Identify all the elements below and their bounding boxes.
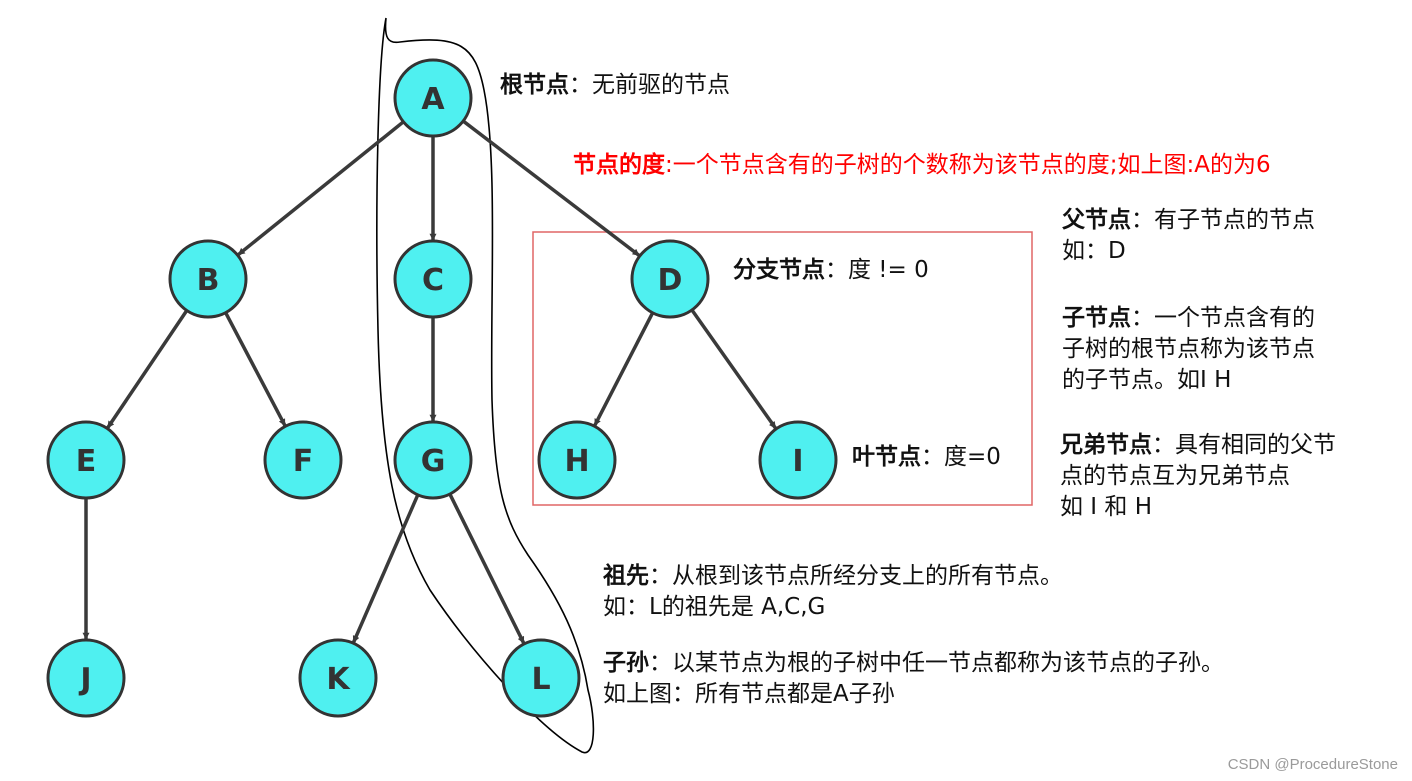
ancestor-text: ：从根到该节点所经分支上的所有节点。 — [649, 563, 1063, 589]
child-line2: 子树的根节点称为该节点 — [1062, 336, 1315, 362]
node-G: G — [393, 420, 473, 500]
node-E: E — [46, 420, 126, 500]
child-line3: 的子节点。如I H — [1062, 367, 1232, 393]
node-circle — [46, 420, 126, 500]
node-circle — [393, 420, 473, 500]
leaf-definition: 叶节点：度=0 — [852, 442, 1001, 473]
descendant-term: 子孙 — [603, 650, 649, 676]
node-label: G — [421, 444, 446, 479]
node-label: B — [197, 263, 220, 298]
edge-A-B — [237, 120, 405, 256]
ancestor-line1: 祖先：从根到该节点所经分支上的所有节点。 — [603, 561, 1063, 592]
node-label: C — [422, 263, 444, 298]
node-circle — [46, 638, 126, 718]
node-circle — [537, 420, 617, 500]
branch-definition: 分支节点：度 != 0 — [733, 255, 929, 286]
node-circle — [263, 420, 343, 500]
edge-B-F — [224, 311, 287, 427]
leaf-text: ：度=0 — [921, 444, 1001, 470]
node-circle — [298, 638, 378, 718]
child-term: 子节点 — [1062, 305, 1131, 331]
edge-G-K — [351, 494, 420, 643]
nodes-layer: A B C D E F G H I J K L — [46, 58, 838, 718]
parent-text: ：有子节点的节点 — [1131, 207, 1315, 233]
node-A: A — [393, 58, 473, 138]
ancestor-line2: 如：L的祖先是 A,C,G — [603, 594, 826, 620]
edge-D-I — [690, 309, 777, 430]
node-label: I — [792, 444, 803, 479]
node-label: F — [293, 444, 314, 479]
root-definition: 根节点：无前驱的节点 — [500, 70, 730, 101]
parent-line2: 如：D — [1062, 238, 1126, 264]
degree-term: 节点的度 — [573, 152, 665, 178]
node-circle — [168, 239, 248, 319]
node-circle — [758, 420, 838, 500]
degree-text: :一个节点含有的子树的个数称为该节点的度;如上图:A的为6 — [665, 152, 1271, 178]
node-circle — [630, 239, 710, 319]
edge-A-D — [462, 119, 641, 257]
root-text: ：无前驱的节点 — [569, 72, 730, 98]
node-L: L — [501, 638, 581, 718]
node-C: C — [393, 239, 473, 319]
sibling-term: 兄弟节点 — [1060, 432, 1152, 458]
ancestor-term: 祖先 — [603, 563, 649, 589]
child-line1: 子节点：一个节点含有的 — [1062, 303, 1315, 334]
node-circle — [501, 638, 581, 718]
parent-definition: 父节点：有子节点的节点 如：D — [1062, 205, 1315, 267]
branch-text: ：度 != 0 — [825, 257, 929, 283]
node-label: E — [76, 444, 97, 479]
node-label: L — [531, 662, 550, 697]
sibling-text: ：具有相同的父节 — [1152, 432, 1336, 458]
ancestor-path-loop — [376, 17, 595, 754]
degree-definition: 节点的度:一个节点含有的子树的个数称为该节点的度;如上图:A的为6 — [573, 150, 1271, 181]
node-circle — [393, 58, 473, 138]
child-text: ：一个节点含有的 — [1131, 305, 1315, 331]
sibling-definition: 兄弟节点：具有相同的父节 点的节点互为兄弟节点 如 I 和 H — [1060, 430, 1336, 523]
descendant-line2: 如上图：所有节点都是A子孙 — [603, 681, 895, 707]
edges-layer — [82, 119, 777, 644]
leaf-term: 叶节点 — [852, 444, 921, 470]
node-B: B — [168, 239, 248, 319]
edge-D-H — [593, 311, 655, 427]
subtree-highlight-box — [532, 231, 1033, 506]
parent-term: 父节点 — [1062, 207, 1131, 233]
node-label: J — [78, 662, 91, 697]
branch-term: 分支节点 — [733, 257, 825, 283]
ancestor-definition: 祖先：从根到该节点所经分支上的所有节点。 如：L的祖先是 A,C,G — [603, 561, 1063, 623]
descendant-definition: 子孙：以某节点为根的子树中任一节点都称为该节点的子孙。 如上图：所有节点都是A子… — [603, 648, 1224, 710]
edge-B-E — [106, 309, 189, 429]
node-label: A — [421, 82, 445, 117]
sibling-line2: 点的节点互为兄弟节点 — [1060, 463, 1290, 489]
node-label: D — [658, 263, 683, 298]
node-I: I — [758, 420, 838, 500]
watermark: CSDN @ProcedureStone — [1227, 756, 1398, 773]
root-term: 根节点 — [500, 72, 569, 98]
node-label: K — [326, 662, 351, 697]
child-definition: 子节点：一个节点含有的 子树的根节点称为该节点 的子节点。如I H — [1062, 303, 1315, 396]
node-label: H — [564, 444, 589, 479]
node-H: H — [537, 420, 617, 500]
node-D: D — [630, 239, 710, 319]
sibling-line1: 兄弟节点：具有相同的父节 — [1060, 430, 1336, 461]
node-circle — [393, 239, 473, 319]
node-F: F — [263, 420, 343, 500]
node-K: K — [298, 638, 378, 718]
descendant-line1: 子孙：以某节点为根的子树中任一节点都称为该节点的子孙。 — [603, 648, 1224, 679]
edge-G-L — [448, 493, 526, 644]
parent-line1: 父节点：有子节点的节点 — [1062, 205, 1315, 236]
sibling-line3: 如 I 和 H — [1060, 494, 1153, 520]
descendant-text: ：以某节点为根的子树中任一节点都称为该节点的子孙。 — [649, 650, 1224, 676]
node-J: J — [46, 638, 126, 718]
